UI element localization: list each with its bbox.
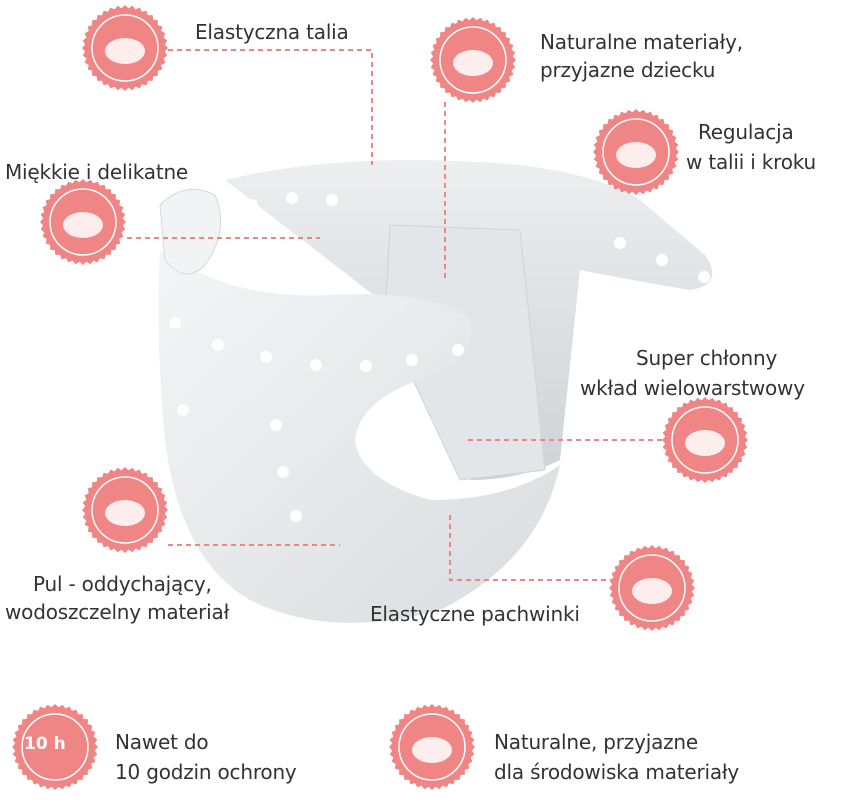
leg-elastic-icon [609,545,695,631]
label-hours-1: Nawet do [115,730,209,754]
snap-buttons [169,192,710,522]
label-absorb-1: Super chłonny [636,346,778,370]
label-absorb-2: wkład wielowarstwowy [580,376,805,400]
moon-sun-icon [12,704,98,790]
adjustable-snaps-icon [593,109,679,195]
label-natural-1: Naturalne materiały, [540,30,743,54]
label-soft: Miękkie i delikatne [5,160,189,184]
label-eco-2: dla środowiska materiały [494,760,740,784]
waist-elastic-icon [82,5,168,91]
label-adjust-1: Regulacja [698,120,794,144]
label-natural-2: przyjazne dziecku [540,58,716,82]
label-eco-1: Naturalne, przyjazne [494,730,699,754]
breathable-fabric-icon [82,467,168,553]
label-adjust-2: w talii i kroku [686,150,816,174]
hours-badge-text: 10 h [24,734,66,754]
label-waist: Elastyczna talia [195,20,349,44]
pointer-lines [127,49,662,581]
leaf-icon [430,17,516,103]
label-hours-2: 10 godzin ochrony [115,760,297,784]
label-pul-1: Pul - oddychający, [33,572,212,596]
absorbent-layers-icon [662,397,748,483]
label-pul-2: wodoszczelny materiał [5,600,230,624]
label-legs: Elastyczne pachwinki [370,602,580,626]
badges [12,5,748,790]
globe-hands-icon [389,704,475,790]
feather-icon [40,179,126,265]
diaper-front-shell [158,250,561,623]
diaper-left-wing [159,188,222,275]
